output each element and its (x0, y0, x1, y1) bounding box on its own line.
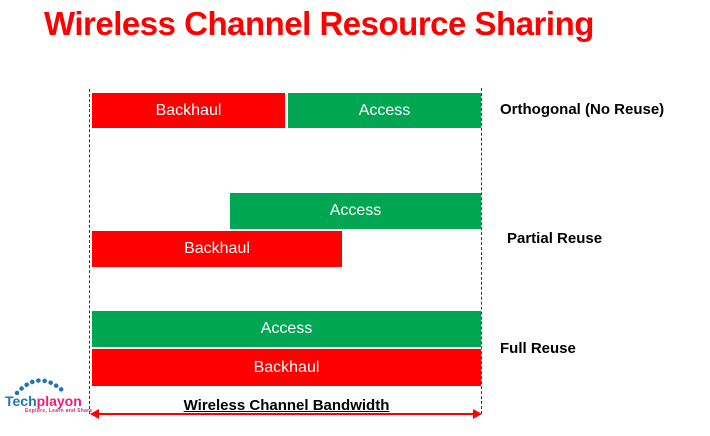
logo-tagline: Explore, Learn and Share (25, 408, 93, 414)
partial-access-bar: Access (230, 193, 481, 229)
partial-row-label: Partial Reuse (507, 230, 603, 247)
logo-wordmark: Techplayon (5, 393, 97, 409)
orthogonal-backhaul-bar: Backhaul (92, 93, 285, 128)
logo-text-tech: Tech (5, 393, 37, 409)
orthogonal-access-bar: Access (288, 93, 481, 128)
orthogonal-row-label: Orthogonal (No Reuse) (500, 101, 665, 118)
bandwidth-arrow-line (97, 413, 476, 415)
full-backhaul-bar: Backhaul (92, 349, 481, 386)
logo-text-playon: playon (36, 393, 82, 409)
bandwidth-label: Wireless Channel Bandwidth (183, 397, 390, 414)
bandwidth-arrow-left-head-icon (90, 409, 99, 419)
page-title: Wireless Channel Resource Sharing (44, 5, 594, 42)
right-bandwidth-boundary-line (481, 88, 482, 414)
bandwidth-arrow-right-head-icon (473, 409, 482, 419)
left-bandwidth-boundary-line (89, 89, 90, 414)
full-row-label: Full Reuse (500, 340, 576, 357)
partial-backhaul-bar: Backhaul (92, 231, 342, 267)
full-access-bar: Access (92, 311, 481, 347)
logo-dotted-arc-icon (14, 378, 66, 395)
techplayon-logo: Techplayon Explore, Learn and Share (5, 373, 97, 414)
